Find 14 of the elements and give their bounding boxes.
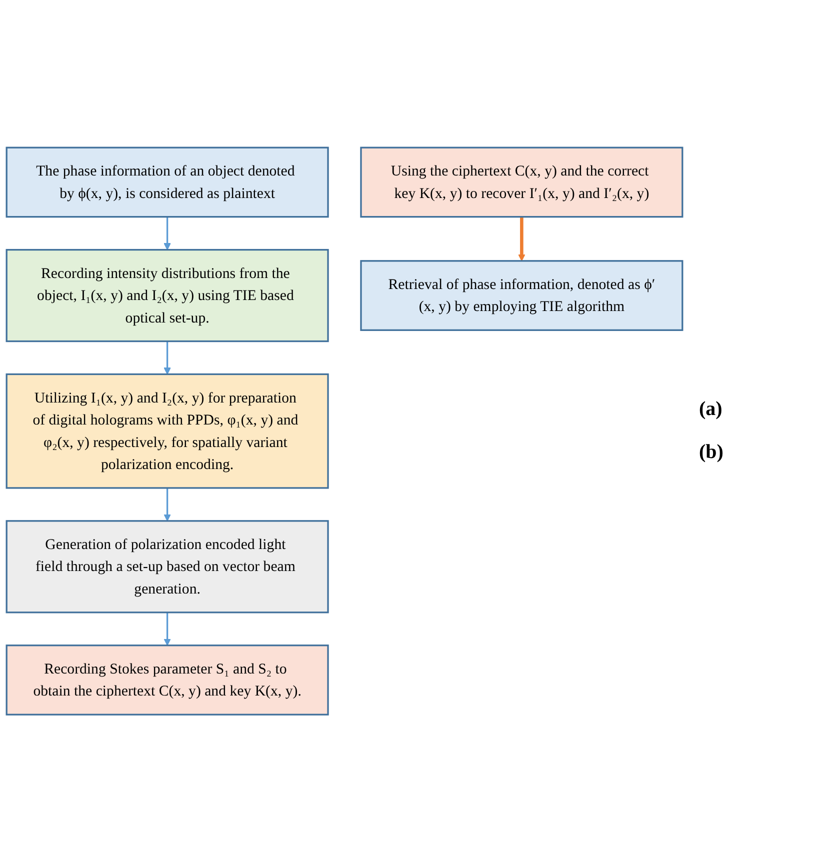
node-box: Retrieval of phase information, denoted as ϕ′(x, y) by employing TIE algorithm bbox=[360, 260, 684, 331]
panel-label: (a) bbox=[699, 398, 724, 421]
node-box: Generation of polarization encoded light field through a set-up based on vector beam generation. bbox=[6, 520, 329, 614]
arrow bbox=[164, 341, 171, 374]
arrow bbox=[518, 216, 526, 262]
arrow bbox=[164, 216, 171, 250]
node-box: Recording Stokes parameter S₁ and S₂ to obtain the ciphertext C(x, y) and key K(x, y). bbox=[6, 644, 329, 716]
node-box: Recording intensity distributions from the object, I₁(x, y) and I₂(x, y) using TIE based optical set-up. bbox=[6, 248, 329, 342]
node-box: Using the ciphertext C(x, y) and the correct key K(x, y) to recover I′₁(x, y) and I′₂(x, y) bbox=[360, 146, 684, 218]
panel-label: (b) bbox=[699, 441, 724, 464]
arrow bbox=[164, 612, 171, 646]
node-box: Utilizing I₁(x, y) and I₂(x, y) for preparation of digital holograms with PPDs, φ₁(x, y) and φ₂(x, y) respectively, for spatially variant polarization encoding. bbox=[6, 373, 329, 489]
arrow bbox=[164, 488, 171, 522]
node-box: The phase information of an object denoted by ϕ(x, y), is considered as plaintext bbox=[6, 146, 329, 218]
